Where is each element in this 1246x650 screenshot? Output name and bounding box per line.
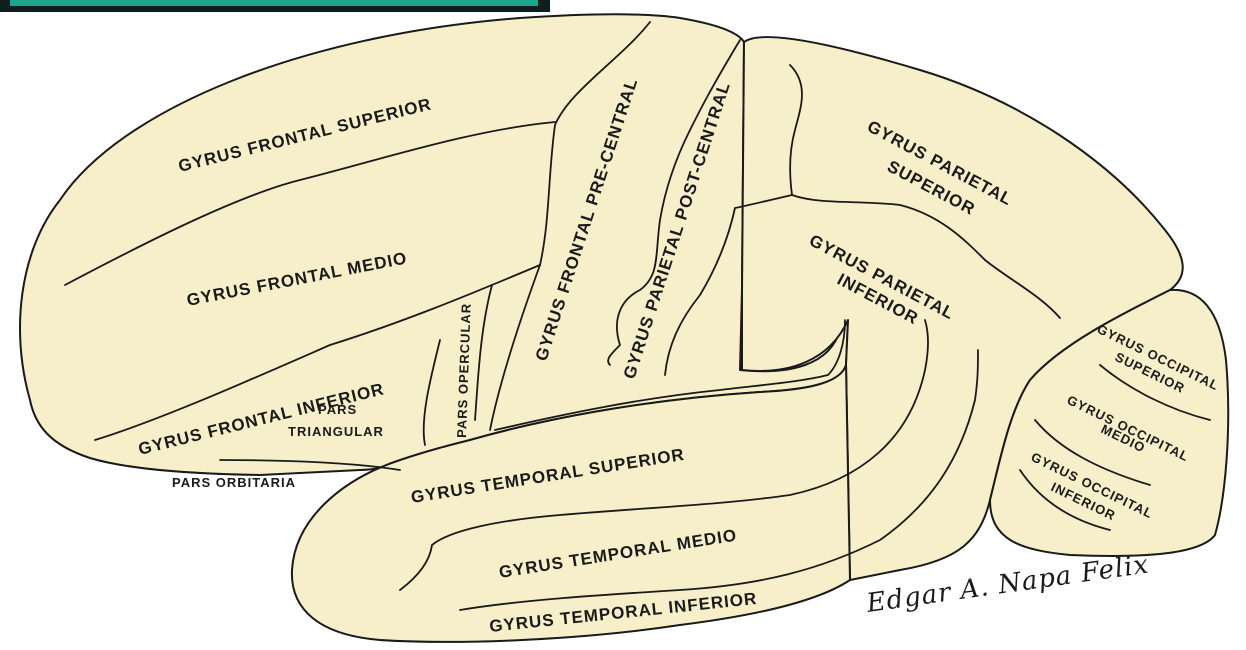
label-pars-triangular-line2: TRIANGULAR: [288, 424, 384, 439]
label-pars-orbitaria: PARS ORBITARIA: [172, 475, 296, 490]
label-pars-triangular-line1: PARS: [318, 402, 357, 417]
header-bar-accent: [10, 0, 538, 6]
